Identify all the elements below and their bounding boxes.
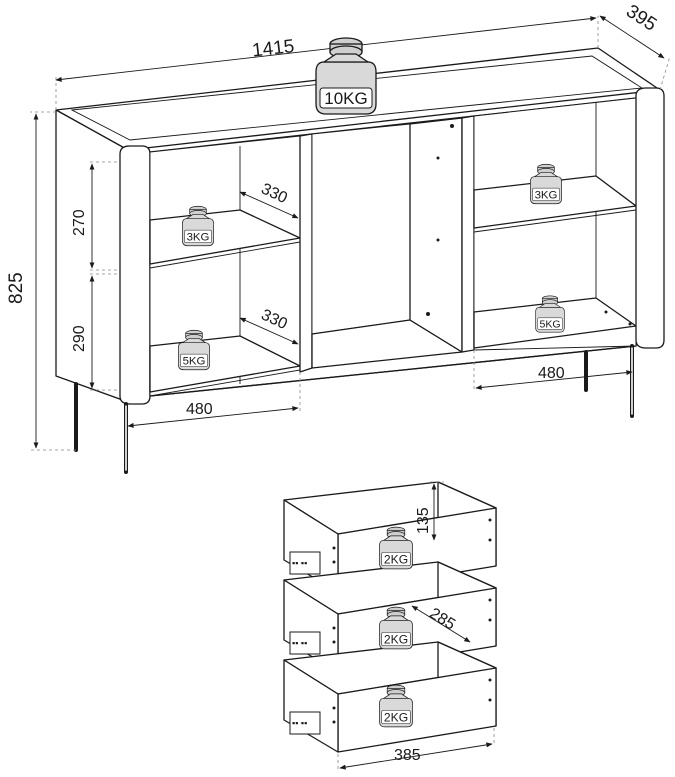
weight-icon: 2KG <box>379 684 413 728</box>
dimension-lower-shelf: 290 <box>71 273 118 391</box>
left-lower-load-label: 5KG <box>183 356 206 368</box>
right-front-pillar <box>635 87 665 349</box>
drawer-height-label: 135 <box>415 507 432 534</box>
width-label: 1415 <box>251 36 295 62</box>
divider-left <box>299 133 313 373</box>
top-load-label: 10KG <box>324 89 367 108</box>
height-label: 825 <box>6 272 27 304</box>
left-front-pillar <box>119 145 151 405</box>
weight-icon: 3KG <box>182 205 214 247</box>
dimension-upper-shelf: 270 <box>71 161 118 271</box>
dimension-right-compartment-width: 480 <box>473 350 633 392</box>
right-upper-load-label: 3KG <box>535 190 558 202</box>
svg-text:▪▪ ▪▪: ▪▪ ▪▪ <box>292 638 307 648</box>
weight-icon: 5KG <box>535 295 565 333</box>
svg-text:▪▪ ▪▪: ▪▪ ▪▪ <box>292 718 307 728</box>
upper-shelf-height-label: 270 <box>71 209 88 236</box>
right-lower-load-label: 5KG <box>539 318 560 330</box>
weight-icon: 5KG <box>178 329 210 371</box>
lower-shelf-height-label: 290 <box>71 325 88 352</box>
weight-icon: 2KG <box>379 526 413 570</box>
dimension-left-compartment-width: 480 <box>127 372 301 428</box>
dimension-drawer-height: 135 <box>415 481 444 541</box>
weight-icon: 2KG <box>379 606 413 650</box>
drawer-2-load-label: 2KG <box>384 632 408 646</box>
weight-icon: 3KG <box>530 163 562 205</box>
drawer-stack: ▪▪ ▪▪ ▪▪ ▪▪ ▪▪ ▪▪ <box>283 481 497 753</box>
drawer-3-load-label: 2KG <box>384 710 408 724</box>
left-upper-load-label: 3KG <box>187 232 210 244</box>
drawer-1-load-label: 2KG <box>384 552 408 566</box>
dimension-width: 1415 <box>55 16 599 110</box>
dimension-height: 825 <box>6 111 76 451</box>
weight-icon: 10KG <box>315 37 377 115</box>
drawer-width-label: 385 <box>394 747 421 764</box>
divider-right <box>461 115 475 353</box>
svg-text:▪▪ ▪▪: ▪▪ ▪▪ <box>292 558 307 568</box>
left-width-label: 480 <box>186 401 213 418</box>
drawer: ▪▪ ▪▪ <box>283 641 497 753</box>
center-side-panel <box>409 117 463 353</box>
right-width-label: 480 <box>538 365 565 382</box>
depth-label: 395 <box>622 1 660 36</box>
dimension-drawer-width: 385 <box>337 728 495 772</box>
